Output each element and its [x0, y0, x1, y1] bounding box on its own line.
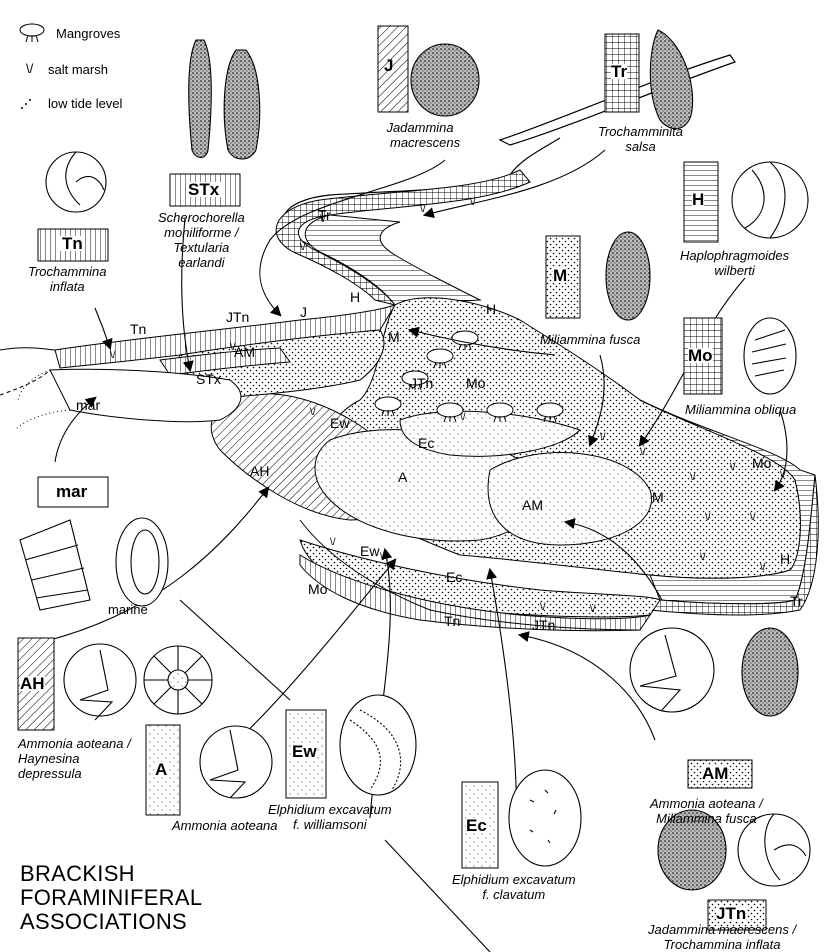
map-label-AH: AH: [250, 464, 269, 479]
code-M: M: [553, 268, 567, 283]
map-label-Tn-left: Tn: [130, 322, 146, 337]
map-label-AM-mid: AM: [522, 498, 543, 513]
svg-text:\/: \/: [690, 472, 696, 483]
legend-mangrove-icon: [20, 24, 44, 42]
svg-text:\/: \/: [760, 562, 766, 573]
map-label-AM-top: AM: [234, 345, 255, 360]
map-label-Tn-low: Tn: [444, 614, 460, 629]
svg-text:\/: \/: [590, 604, 596, 615]
map-label-JTn-mid: JTn: [410, 376, 433, 391]
diagram-title: BRACKISH FORAMINIFERAL ASSOCIATIONS: [20, 862, 202, 934]
code-Tn: Tn: [60, 236, 85, 251]
map-label-Tr-right: Tr: [790, 594, 803, 609]
map-label-M-right: M: [652, 490, 664, 505]
code-STx: STx: [186, 182, 221, 197]
map-label-Ec-low: Ec: [446, 570, 462, 585]
code-AH: AH: [20, 676, 45, 691]
map-label-mar: mar: [76, 398, 100, 413]
svg-text:\/: \/: [310, 407, 316, 418]
map-label-JTn-low: JTn: [532, 618, 555, 633]
map-label-JTn-top: JTn: [226, 310, 249, 325]
species-A: Ammonia aoteana: [172, 818, 278, 833]
species-M: Miliammina fusca: [540, 332, 640, 347]
svg-text:\/: \/: [380, 552, 386, 563]
map-label-H-top2: H: [486, 302, 496, 317]
svg-text:\/: \/: [750, 512, 756, 523]
legend-salt-marsh-label: salt marsh: [48, 62, 108, 77]
svg-text:\/: \/: [600, 432, 606, 443]
map-label-H-top: H: [350, 290, 360, 305]
map-label-Mo-low: Mo: [308, 582, 327, 597]
svg-text:\/: \/: [300, 242, 306, 253]
species-marine: marine: [108, 602, 148, 617]
code-JTn: JTn: [716, 906, 746, 921]
svg-text:\/: \/: [330, 537, 336, 548]
species-JTn: Jadammina macrescens /Trochammina inflat…: [648, 922, 796, 952]
svg-text:\/: \/: [700, 552, 706, 563]
map-label-M-top: M: [388, 330, 400, 345]
code-AM: AM: [702, 766, 728, 781]
svg-text:\/: \/: [110, 350, 116, 361]
code-H: H: [692, 192, 704, 207]
map-label-Ew-top: Ew: [330, 416, 349, 431]
svg-text:\/: \/: [420, 204, 426, 215]
map-label-A: A: [398, 470, 407, 485]
map-label-Tr-top: Tr: [318, 208, 331, 223]
code-Mo: Mo: [688, 348, 713, 363]
svg-text:\/: \/: [730, 462, 736, 473]
code-mar: mar: [56, 484, 87, 499]
map-label-STx: STx: [196, 372, 221, 387]
code-Ew: Ew: [292, 744, 317, 759]
species-AM: Ammonia aoteana /Miliammina fusca: [650, 796, 763, 826]
legend-mangroves-label: Mangroves: [56, 26, 120, 41]
svg-text:\/: \/: [705, 512, 711, 523]
map-label-Ew-low: Ew: [360, 544, 379, 559]
code-A: A: [155, 762, 167, 777]
map-label-J-top: J: [300, 305, 307, 320]
code-Ec: Ec: [466, 818, 487, 833]
map-label-Ec-top: Ec: [418, 436, 434, 451]
svg-text:\/: \/: [540, 602, 546, 613]
map-label-Mo-right: Mo: [752, 456, 771, 471]
map-label-Mo-mid: Mo: [466, 376, 485, 391]
legend-salt-marsh-icon: \/: [26, 61, 34, 76]
legend-low-tide-icon: [21, 99, 31, 109]
legend-low-tide-label: low tide level: [48, 96, 122, 111]
code-Tr: Tr: [611, 64, 627, 79]
species-Mo: Miliammina obliqua: [685, 402, 796, 417]
code-J: J: [384, 58, 393, 73]
map-label-H-right: H: [780, 552, 790, 567]
svg-text:\/: \/: [640, 447, 646, 458]
